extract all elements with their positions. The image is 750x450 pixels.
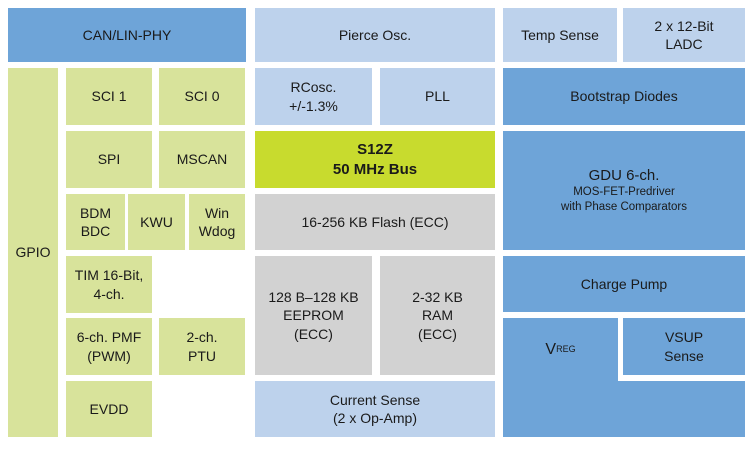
block-label: EVDD <box>89 400 129 417</box>
block-sci0: SCI 0 <box>159 68 245 125</box>
block-label: GPIO <box>15 244 51 261</box>
block-rcosc: RCosc. +/-1.3% <box>255 68 372 125</box>
block-bootstrap-diodes: Bootstrap Diodes <box>503 68 745 125</box>
block-label: (2 x Op-Amp) <box>332 410 417 426</box>
block-charge-pump: Charge Pump <box>503 256 745 312</box>
block-pierce-osc: Pierce Osc. <box>255 8 495 62</box>
block-spi: SPI <box>66 131 152 188</box>
block-can-lin-phy: CAN/LIN-PHY <box>8 8 246 62</box>
block-label: Sense <box>664 347 704 364</box>
block-label: 2-32 KB <box>412 289 463 306</box>
block-s12z-bus: S12Z 50 MHz Bus <box>255 131 495 188</box>
block-label: Bootstrap Diodes <box>570 88 678 105</box>
block-label: Temp Sense <box>521 26 599 43</box>
vsup-notch: VSUP Sense <box>618 318 745 381</box>
block-label: RAM <box>421 307 454 324</box>
block-bdm-bdc: BDM BDC <box>66 194 125 250</box>
block-label: LADC <box>665 36 703 52</box>
block-label: Current Sense <box>329 391 421 408</box>
block-label: KWU <box>140 213 173 230</box>
block-mscan: MSCAN <box>159 131 245 188</box>
block-label: GDU 6-ch. <box>588 166 660 184</box>
block-gpio: GPIO <box>8 68 58 437</box>
vreg-subscript: REG <box>556 344 576 354</box>
block-label: Wdog <box>198 223 236 239</box>
block-vsup-sense: VSUP Sense <box>623 318 745 375</box>
block-label: S12Z <box>357 141 393 158</box>
block-gdu: GDU 6-ch. MOS-FET-Predriver with Phase C… <box>503 131 745 250</box>
block-current-sense: Current Sense (2 x Op-Amp) <box>255 381 495 437</box>
block-win-wdog: Win Wdog <box>189 194 245 250</box>
block-label: +/-1.3% <box>289 97 338 114</box>
block-evdd: EVDD <box>66 381 152 437</box>
block-label: MSCAN <box>176 151 228 168</box>
block-label: with Phase Comparators <box>561 201 687 214</box>
block-label: 2 x 12-Bit <box>654 17 714 34</box>
block-label: Pierce Osc. <box>338 26 412 43</box>
block-label: SCI 0 <box>184 88 220 105</box>
block-ram: 2-32 KB RAM (ECC) <box>380 256 495 375</box>
block-label: 16-256 KB Flash (ECC) <box>301 213 449 230</box>
block-label: CAN/LIN-PHY <box>82 26 172 43</box>
block-label: BDC <box>80 223 111 239</box>
block-label: Charge Pump <box>580 275 668 292</box>
block-label: Win <box>204 204 230 221</box>
block-label: (PWM) <box>87 347 131 364</box>
block-label: 2-ch. <box>186 329 218 346</box>
block-pll: PLL <box>380 68 495 125</box>
block-label: 4-ch. <box>93 285 125 302</box>
block-sci1: SCI 1 <box>66 68 152 125</box>
block-label: PTU <box>188 347 216 364</box>
block-label: V <box>545 340 557 358</box>
block-pmf: 6-ch. PMF (PWM) <box>66 318 152 375</box>
block-tim: TIM 16-Bit, 4-ch. <box>66 256 152 313</box>
block-label: (ECC) <box>418 325 457 342</box>
block-label: (ECC) <box>294 325 333 342</box>
block-label: 50 MHz Bus <box>332 160 418 178</box>
block-label: 128 B–128 KB <box>268 289 359 306</box>
block-ptu: 2-ch. PTU <box>159 318 245 375</box>
block-label: 6-ch. PMF <box>76 329 142 346</box>
block-label: BDM <box>79 204 112 221</box>
block-flash: 16-256 KB Flash (ECC) <box>255 194 495 250</box>
block-label: EEPROM <box>283 307 344 324</box>
block-eeprom: 128 B–128 KB EEPROM (ECC) <box>255 256 372 375</box>
block-ladc: 2 x 12-Bit LADC <box>623 8 745 62</box>
block-temp-sense: Temp Sense <box>503 8 617 62</box>
block-label: MOS-FET-Predriver <box>573 186 675 199</box>
block-label: SCI 1 <box>91 88 127 105</box>
block-label: SPI <box>97 151 121 168</box>
block-label: PLL <box>425 88 450 105</box>
block-kwu: KWU <box>128 194 185 250</box>
block-label: VSUP <box>664 329 704 346</box>
block-label: RCosc. <box>290 79 337 96</box>
block-label: TIM 16-Bit, <box>74 267 144 284</box>
